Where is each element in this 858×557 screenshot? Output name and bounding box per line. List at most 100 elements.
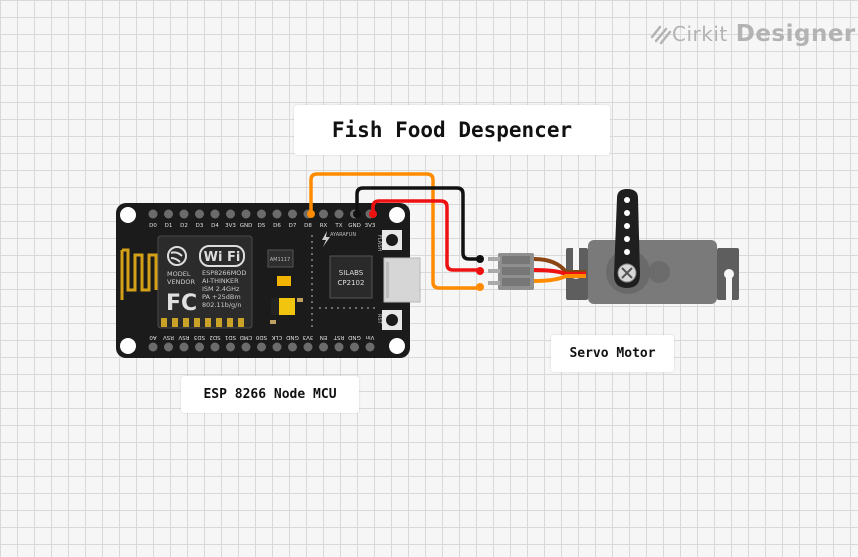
pin-label: GND <box>348 223 361 229</box>
svg-text:AYARAFUN: AYARAFUN <box>330 232 356 238</box>
silk-dot <box>361 307 363 309</box>
cirkit-designer-brand: Cirkit Designer <box>650 18 856 50</box>
svg-text:AI-THINKER: AI-THINKER <box>202 277 239 285</box>
pin-bottom-GND[interactable] <box>350 342 359 352</box>
module-pad <box>161 318 167 327</box>
silk-dot <box>311 319 313 321</box>
pin-bottom-3V3[interactable] <box>303 342 313 352</box>
pcb-antenna-icon <box>120 248 158 300</box>
mcu-label: ESP 8266 Node MCU <box>181 376 359 413</box>
diagram-title: Fish Food Despencer <box>294 105 610 155</box>
silk-dot <box>311 307 313 309</box>
pin-label: SD2 <box>209 334 220 340</box>
module-pad <box>238 318 244 327</box>
power-wire[interactable] <box>371 199 480 272</box>
servo-label: Servo Motor <box>551 335 674 372</box>
pin-bottom-Vin[interactable] <box>365 342 375 352</box>
silk-dot <box>343 307 345 309</box>
silk-dot <box>349 307 351 309</box>
micro-usb-port[interactable] <box>383 257 421 303</box>
svg-text:FLASH: FLASH <box>376 235 382 251</box>
ground-wire[interactable] <box>355 186 480 261</box>
mounting-hole-icon <box>120 207 136 223</box>
silk-dot <box>311 247 313 249</box>
pin-top-D7[interactable] <box>288 209 297 219</box>
servo-horn[interactable] <box>614 189 640 288</box>
pin-bottom-CLK[interactable] <box>272 342 282 352</box>
pin-bottom-SD2[interactable] <box>210 342 220 352</box>
espressif-logo-icon <box>167 246 187 266</box>
pin-label: RST <box>333 334 344 340</box>
pin-top-D4[interactable] <box>210 209 220 219</box>
pin-bottom-SD1[interactable] <box>226 342 235 352</box>
pin-top-RX[interactable] <box>319 209 328 219</box>
svg-text:AM1117: AM1117 <box>270 257 290 263</box>
pin-bottom-EN[interactable] <box>319 342 328 352</box>
pin-bottom-RSV[interactable] <box>164 342 173 352</box>
pin-label: GND <box>286 334 299 340</box>
module-pad <box>227 318 233 327</box>
silk-dot <box>311 289 313 291</box>
svg-text:RST: RST <box>376 314 382 325</box>
pin-top-GND[interactable] <box>241 209 251 219</box>
pin-label: GND <box>348 334 361 340</box>
pin-label: CMD <box>240 334 253 340</box>
pin-label: CLK <box>271 334 282 340</box>
servo-connector[interactable] <box>488 253 534 290</box>
pin-top-D5[interactable] <box>257 209 266 219</box>
silk-dot <box>311 253 313 255</box>
pin-label: TX <box>334 223 342 229</box>
pin-label: D5 <box>258 223 266 229</box>
pin-top-D1[interactable] <box>164 209 173 219</box>
pin-bottom-A0[interactable] <box>148 342 158 352</box>
pin-bottom-GND[interactable] <box>288 342 297 352</box>
pin-top-D0[interactable] <box>148 209 158 219</box>
svg-text:ESP8266MOD: ESP8266MOD <box>202 269 246 277</box>
pin-top-D2[interactable] <box>179 209 189 219</box>
pin-top-TX[interactable] <box>334 209 344 219</box>
mounting-hole-icon <box>120 338 136 354</box>
silk-dot <box>311 241 313 243</box>
servo-motor[interactable] <box>566 189 739 304</box>
silk-dot <box>311 235 313 237</box>
pin-bottom-SD3[interactable] <box>195 342 204 352</box>
pin-label: RX <box>320 223 328 229</box>
smd-component <box>270 320 276 324</box>
silk-dot <box>311 295 313 297</box>
flash-button[interactable] <box>382 230 402 250</box>
pin-bottom-RST[interactable] <box>334 342 344 352</box>
servo-gear <box>648 261 670 283</box>
pin-top-D3[interactable] <box>195 209 204 219</box>
silk-dot <box>311 325 313 327</box>
pin-top-D6[interactable] <box>272 209 282 219</box>
pin-label: SD1 <box>225 334 236 340</box>
pin-label: 3V3 <box>225 223 236 229</box>
pin-bottom-CMD[interactable] <box>241 342 251 352</box>
pin-label: GND <box>240 223 253 229</box>
lightning-bolt-icon <box>322 231 330 247</box>
silk-dot <box>311 277 313 279</box>
svg-text:VENDOR: VENDOR <box>167 278 196 286</box>
pin-bottom-SD0[interactable] <box>257 342 266 352</box>
reset-button[interactable] <box>382 310 402 330</box>
signal-wire[interactable] <box>309 172 480 290</box>
module-pad <box>216 318 222 327</box>
pin-bottom-RSV[interactable] <box>179 342 189 352</box>
horn-screw-icon <box>617 263 637 283</box>
pin-label: D6 <box>273 223 281 229</box>
pin-label: RSV <box>178 334 189 340</box>
pin-label: D3 <box>196 223 204 229</box>
silk-dot <box>355 307 357 309</box>
module-pad <box>205 318 211 327</box>
usb-uart-chip <box>329 255 373 299</box>
svg-text:MODEL: MODEL <box>167 270 191 278</box>
svg-text:PA +25dBm: PA +25dBm <box>202 293 241 301</box>
pin-top-3V3[interactable] <box>226 209 235 219</box>
pin-label: RSV <box>163 334 174 340</box>
svg-text:CP2102: CP2102 <box>338 279 365 287</box>
svg-text:802.11b/g/n: 802.11b/g/n <box>202 301 242 309</box>
brand-name-part1: Cirkit <box>672 22 728 46</box>
